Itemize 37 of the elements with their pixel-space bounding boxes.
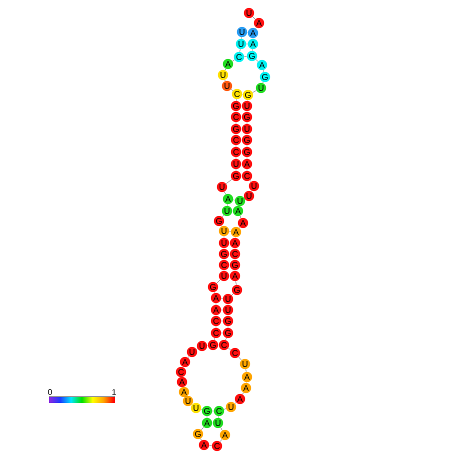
backbone-line [228, 348, 231, 350]
backbone-line [224, 192, 226, 194]
backbone-line [241, 37, 242, 39]
base-pair-line [221, 332, 223, 334]
backbone-line [218, 416, 219, 418]
backbone-line [216, 280, 220, 284]
base-pair-line [244, 56, 247, 57]
backbone-line [246, 169, 248, 171]
backbone-line [222, 214, 224, 218]
backbone-line [201, 426, 204, 430]
backbone-line [226, 179, 232, 184]
backbone-line [263, 70, 264, 72]
base-pair-line [212, 410, 214, 412]
base-pair-line [229, 231, 231, 232]
backbone-line [236, 99, 237, 101]
backbone-line [209, 445, 212, 446]
backbone-line [188, 356, 190, 358]
backbone-line [246, 122, 248, 124]
backbone-line [232, 60, 235, 62]
backbone-line [214, 338, 215, 340]
backbone-line [246, 157, 248, 159]
backbone-line [252, 90, 257, 93]
base-pair-line [221, 298, 223, 299]
backbone-line [206, 416, 208, 418]
backbone-line [224, 68, 226, 70]
backbone-line [252, 49, 253, 51]
backbone-line [246, 145, 248, 147]
base-pair-line [221, 320, 223, 322]
backbone-line [250, 180, 252, 182]
backbone-line [230, 89, 234, 91]
backbone-line [240, 216, 242, 218]
backbone-line [220, 439, 222, 442]
backbone-line [200, 438, 202, 441]
backbone-line [238, 356, 242, 360]
backbone-line [227, 204, 228, 206]
backbone-line [220, 427, 223, 431]
backbone-line [242, 392, 244, 395]
